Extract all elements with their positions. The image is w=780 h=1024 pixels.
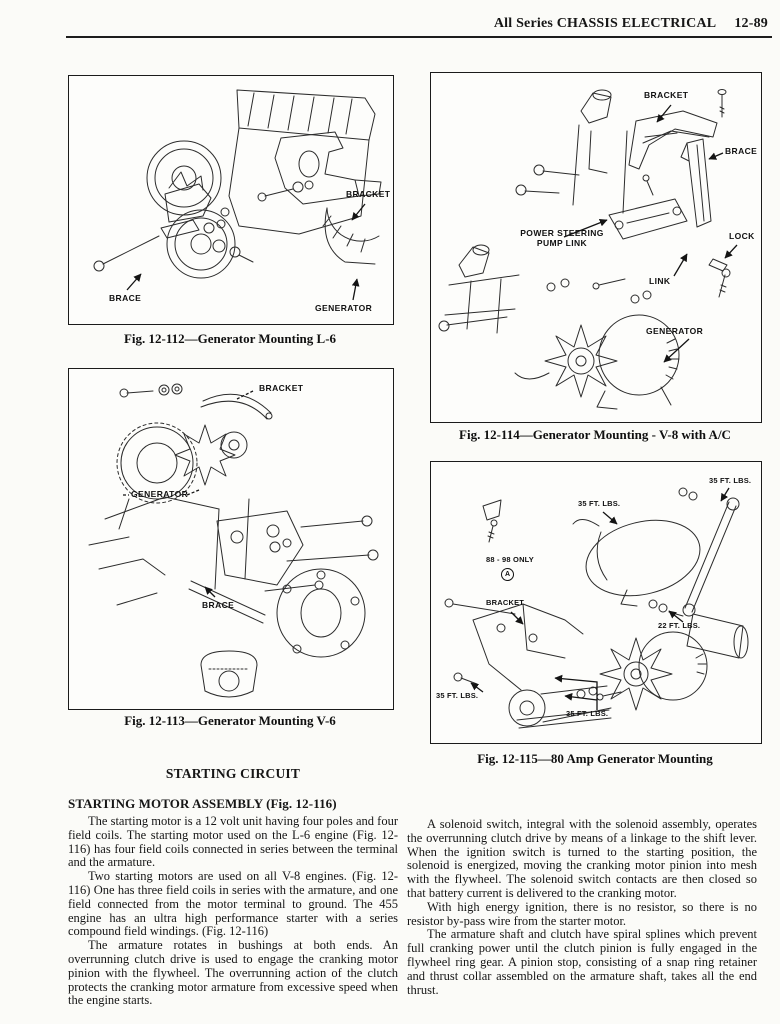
part-label-bracket: BRACKET — [346, 189, 391, 199]
body-paragraph: The starting motor is a 12 volt unit hav… — [68, 814, 398, 870]
figure-12-113: BRACKET GENERATOR BRACE — [68, 368, 394, 710]
part-label-brace: BRACE — [725, 146, 758, 156]
caption-fig-12-115: Fig. 12-115—80 Amp Generator Mounting — [477, 751, 713, 766]
body-paragraph: Two starting motors are used on all V-8 … — [68, 869, 398, 939]
part-label-bracket: BRACKET — [259, 383, 304, 393]
part-label-lock: LOCK — [729, 231, 755, 241]
part-label-bracket: BRACKET — [486, 598, 525, 607]
figure-12-114: BRACKET BRACE POWER STEERING PUMP LINK L… — [430, 72, 762, 423]
page-number: 12-89 — [734, 16, 768, 31]
torque-label-35ftlbs: 35 FT. LBS. — [566, 709, 609, 718]
part-label-generator: GENERATOR — [131, 489, 189, 499]
body-paragraph: With high energy ignition, there is no r… — [407, 899, 757, 928]
header-title: All Series CHASSIS ELECTRICAL — [493, 16, 717, 31]
part-label-power-steering-pump-link: POWER STEERING PUMP LINK — [520, 228, 604, 248]
v8-ac-generator-mounting-line-art — [438, 89, 738, 410]
left-column: STARTING CIRCUIT STARTING MOTOR ASSEMBLY… — [68, 766, 398, 1008]
body-paragraph: The armature shaft and clutch have spira… — [407, 927, 757, 997]
part-label-bracket: BRACKET — [644, 90, 689, 100]
body-paragraph: A solenoid switch, integral with the sol… — [407, 817, 757, 900]
subsection-title: STARTING MOTOR ASSEMBLY (Fig. 12-116) — [68, 796, 337, 811]
l6-generator-mounting-line-art — [93, 89, 382, 301]
torque-label-35ftlbs: 35 FT. LBS. — [578, 499, 621, 508]
torque-label-22ftlbs: 22 FT. LBS. — [658, 621, 701, 630]
part-label-brace: BRACE — [202, 600, 235, 610]
figure-12-115: 35 FT. LBS. 35 FT. LBS. 88 - 98 ONLY A B… — [430, 461, 762, 744]
torque-label-35ftlbs: 35 FT. LBS. — [709, 476, 752, 485]
figure-12-112: BRACKET BRACE GENERATOR — [68, 75, 394, 325]
note-label-88-98-only: 88 - 98 ONLY — [486, 555, 534, 564]
caption-fig-12-114: Fig. 12-114—Generator Mounting - V-8 wit… — [459, 427, 731, 442]
section-title: STARTING CIRCUIT — [165, 766, 301, 781]
header-rule — [66, 36, 772, 38]
part-label-generator: GENERATOR — [646, 326, 704, 336]
part-label-link: LINK — [649, 276, 671, 286]
torque-label-35ftlbs: 35 FT. LBS. — [436, 691, 479, 700]
right-column: A solenoid switch, integral with the sol… — [407, 817, 757, 997]
body-paragraph: The armature rotates in bushings at both… — [68, 938, 398, 1008]
callout-a-badge: A — [501, 568, 514, 581]
caption-fig-12-112: Fig. 12-112—Generator Mounting L-6 — [123, 331, 337, 346]
v6-generator-mounting-line-art — [88, 383, 379, 698]
page-header: All Series CHASSIS ELECTRICAL 12-89 — [0, 16, 768, 32]
80-amp-generator-mounting-line-art — [444, 487, 749, 729]
part-label-generator: GENERATOR — [315, 303, 373, 313]
part-label-brace: BRACE — [109, 293, 142, 303]
caption-fig-12-113: Fig. 12-113—Generator Mounting V-6 — [124, 713, 336, 728]
